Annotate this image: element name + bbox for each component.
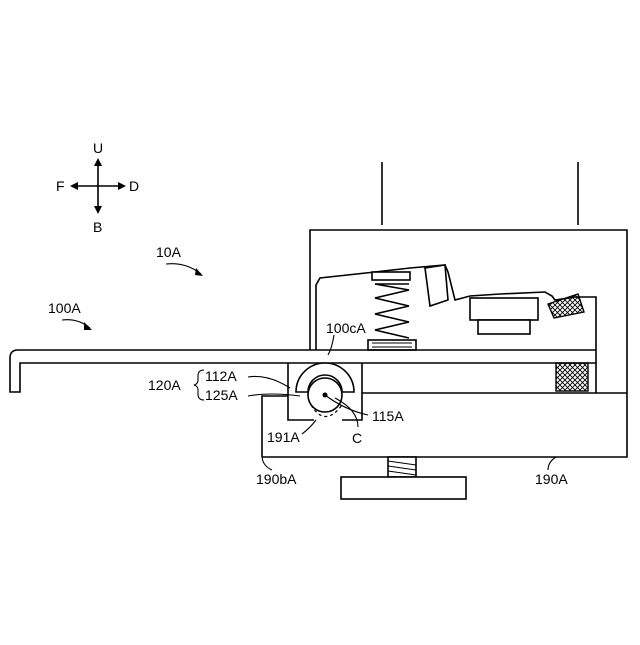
upper-block <box>470 298 538 320</box>
spring-cap-top <box>372 272 410 280</box>
label-190A: 190A <box>535 471 568 487</box>
leader-100cA <box>328 335 334 355</box>
spring <box>375 284 409 338</box>
label-100A: 100A <box>48 300 81 316</box>
label-191A: 191A <box>267 429 300 445</box>
label-100cA: 100cA <box>326 320 366 336</box>
base-frame-left <box>262 396 314 457</box>
leader-191A <box>302 420 316 434</box>
leader-190bA <box>262 457 272 470</box>
leader-112A <box>248 376 290 388</box>
foot-plate <box>341 477 466 499</box>
label-112A: 112A <box>205 368 237 384</box>
label-125A: 125A <box>205 387 238 403</box>
direction-up-label: U <box>93 140 103 156</box>
label-190bA: 190bA <box>256 471 297 487</box>
direction-left-label: F <box>56 178 65 194</box>
direction-indicator: U B F D <box>56 140 139 235</box>
latch-block <box>425 265 448 306</box>
direction-right-label: D <box>129 178 139 194</box>
hatched-pad-lower <box>556 363 588 391</box>
label-C: C <box>352 430 362 446</box>
direction-down-label: B <box>93 219 102 235</box>
label-115A: 115A <box>372 408 404 424</box>
spring-base <box>368 340 416 350</box>
leader-190A <box>548 457 556 470</box>
lower-block <box>478 320 530 334</box>
label-120A: 120A <box>148 377 181 393</box>
label-10A: 10A <box>156 244 182 260</box>
brace-120A <box>194 370 204 400</box>
